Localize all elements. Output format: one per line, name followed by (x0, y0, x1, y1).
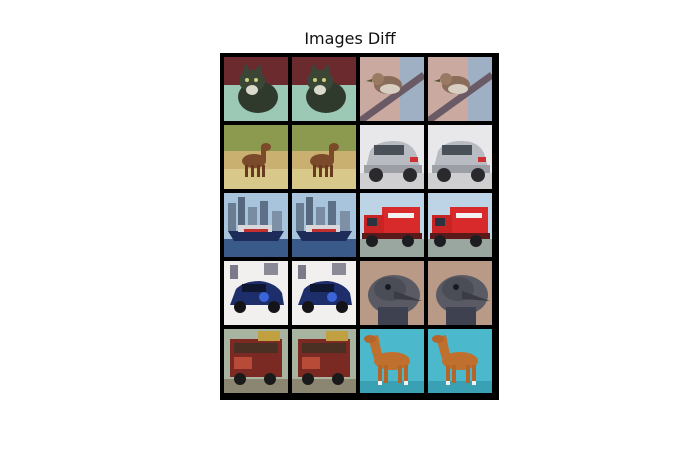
cat-thumbnail (292, 57, 356, 121)
car-thumbnail (224, 261, 288, 325)
truck-thumbnail (360, 193, 424, 257)
image-grid (220, 53, 499, 400)
cat-thumbnail (224, 57, 288, 121)
deer-thumbnail (292, 125, 356, 189)
truck-thumbnail (428, 193, 492, 257)
bird-thumbnail (360, 57, 424, 121)
ship-thumbnail (292, 193, 356, 257)
horse-thumbnail (428, 329, 492, 393)
bird-thumbnail (360, 261, 424, 325)
truck-thumbnail (292, 329, 356, 393)
horse-thumbnail (360, 329, 424, 393)
ship-thumbnail (224, 193, 288, 257)
car-thumbnail (360, 125, 424, 189)
car-thumbnail (292, 261, 356, 325)
bird-thumbnail (428, 261, 492, 325)
deer-thumbnail (224, 125, 288, 189)
truck-thumbnail (224, 329, 288, 393)
car-thumbnail (428, 125, 492, 189)
bird-thumbnail (428, 57, 492, 121)
figure-title: Images Diff (304, 29, 396, 48)
